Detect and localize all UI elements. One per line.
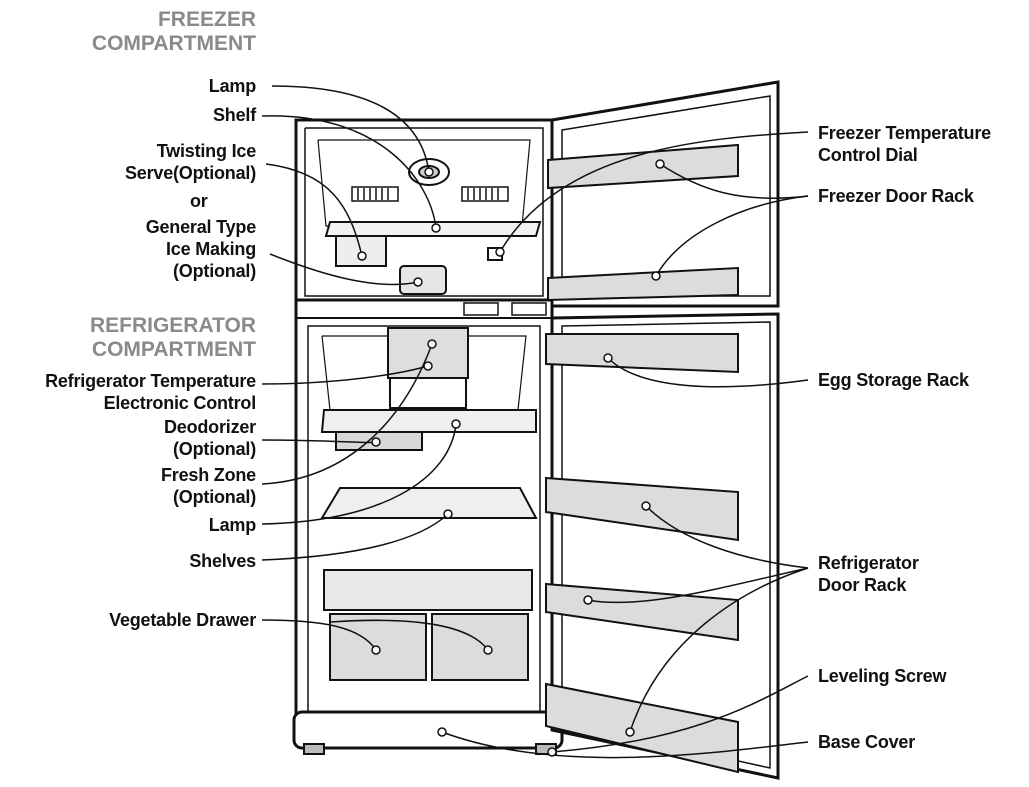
ice-making: [399, 265, 447, 295]
freezer-door-rack-upper: [547, 143, 739, 190]
heading-refrigerator-line2: COMPARTMENT: [91, 338, 256, 361]
crisper-cover: [323, 569, 533, 611]
heading-freezer-line2: COMPARTMENT: [91, 32, 256, 55]
label-leveling-screw: Leveling Screw: [818, 666, 947, 686]
label-fridge-temp-line2: Electronic Control: [103, 393, 257, 413]
label-fridge-temp-line1: Refrigerator Temperature: [45, 371, 256, 391]
vegetable-drawer-right: [431, 613, 529, 681]
freezer-vents: [351, 186, 509, 202]
label-or: or: [190, 191, 208, 211]
heading-freezer-line1: FREEZER: [157, 8, 256, 31]
label-freezer-temp-line1: Freezer Temperature: [818, 123, 991, 143]
label-fresh-zone-line2: (Optional): [173, 487, 256, 507]
egg-storage-rack: [545, 333, 739, 374]
freezer-door-rack-lower: [547, 266, 739, 302]
label-general-ice: General Type Ice Making (Optional): [60, 216, 257, 282]
heading-refrigerator: REFRIGERATOR COMPARTMENT: [40, 314, 256, 362]
label-egg-rack: Egg Storage Rack: [818, 370, 969, 390]
label-general-ice-line2: Ice Making: [165, 239, 256, 259]
label-general-ice-line1: General Type: [145, 217, 257, 237]
label-twisting-ice-line1: Twisting Ice: [156, 141, 256, 161]
heading-freezer: FREEZER COMPARTMENT: [40, 8, 256, 56]
fridge-shelf-1: [320, 409, 537, 433]
heading-refrigerator-line1: REFRIGERATOR: [89, 314, 256, 337]
leader-dots: [357, 159, 665, 757]
label-fridge-door-rack: Refrigerator Door Rack: [818, 552, 919, 596]
fridge-door-rack-3: [545, 682, 739, 774]
fridge-shelf-2: [320, 487, 538, 519]
label-base-cover: Base Cover: [818, 732, 916, 752]
control-panel: [463, 302, 499, 316]
label-twisting-ice: Twisting Ice Serve(Optional): [60, 140, 256, 184]
label-vegetable-drawer: Vegetable Drawer: [109, 610, 256, 630]
fridge-door-rack-2: [545, 582, 739, 642]
label-freezer-temp: Freezer Temperature Control Dial: [818, 122, 991, 166]
label-general-ice-line3: (Optional): [173, 261, 256, 281]
freezer-door: [550, 80, 780, 308]
label-fridge-door-rack-line2: Door Rack: [818, 575, 907, 595]
label-freezer-door-rack: Freezer Door Rack: [818, 186, 974, 206]
label-freezer-temp-line2: Control Dial: [818, 145, 918, 165]
label-deodorizer-line1: Deodorizer: [163, 417, 256, 437]
label-shelf: Shelf: [212, 105, 256, 125]
label-deodorizer-line2: (Optional): [173, 439, 256, 459]
label-fresh-zone: Fresh Zone (Optional): [100, 464, 256, 508]
label-lamp-top: Lamp: [208, 76, 256, 96]
leader-lines: [261, 85, 809, 759]
label-deodorizer: Deodorizer (Optional): [100, 416, 256, 460]
label-lamp-bottom: Lamp: [208, 515, 256, 535]
label-fridge-temp: Refrigerator Temperature Electronic Cont…: [6, 370, 256, 414]
fridge-door-rack-1: [545, 476, 739, 542]
label-twisting-ice-line2: Serve(Optional): [124, 163, 256, 183]
label-fridge-door-rack-line1: Refrigerator: [818, 553, 919, 573]
label-fresh-zone-line1: Fresh Zone: [160, 465, 256, 485]
label-shelves: Shelves: [189, 551, 256, 571]
base-cover: [292, 710, 564, 750]
